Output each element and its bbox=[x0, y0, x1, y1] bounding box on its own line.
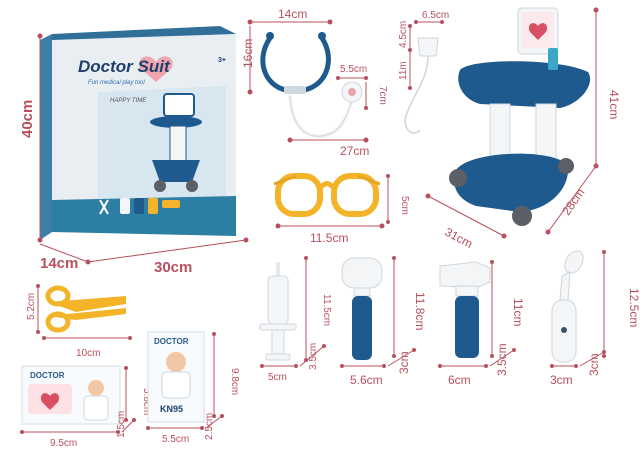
box-width-label: 30cm bbox=[154, 259, 192, 276]
chestpiece-width-label: 5.5cm bbox=[340, 64, 367, 75]
otoscope-width-label: 6cm bbox=[448, 373, 471, 387]
hammer-dimensions: 11.8cm 5.6cm 3cm bbox=[340, 256, 427, 387]
stethoscope-height-label: 16cm bbox=[241, 39, 255, 68]
cart-width-label: 31cm bbox=[442, 225, 474, 251]
card1-depth-label: 1.5cm bbox=[116, 411, 127, 438]
syringe-width-label: 5cm bbox=[268, 372, 287, 383]
box-dimensions: 40cm 14cm 30cm bbox=[19, 33, 249, 276]
box-cart-base bbox=[152, 160, 200, 182]
iv-bag-width-label: 6.5cm bbox=[422, 10, 449, 21]
cart-depth-label: 28cm bbox=[559, 186, 587, 218]
toy-tweezers bbox=[45, 285, 126, 333]
bottle-width-label: 3cm bbox=[550, 373, 573, 387]
toy-syringe bbox=[259, 262, 297, 361]
glasses-height-label: 5cm bbox=[399, 196, 410, 215]
glasses-width-label: 11.5cm bbox=[310, 231, 348, 245]
iv-bag bbox=[404, 37, 439, 134]
bottle-height-label: 12.5cm bbox=[627, 288, 640, 327]
card2-dimensions: 9.8cm 5.5cm 2.5cm bbox=[146, 332, 240, 445]
stethoscope-width-label: 14cm bbox=[278, 7, 307, 21]
tweezer-width-label: 10cm bbox=[76, 348, 100, 359]
product-box: Doctor Suit Fun medical play tool HAPPY … bbox=[40, 26, 236, 240]
syringe-height-label: 11.5cm bbox=[321, 294, 332, 326]
otoscope-height-label: 11cm bbox=[511, 298, 525, 326]
box-cart-tray bbox=[150, 116, 202, 128]
otoscope-dimensions: 11cm 6cm 3.5cm bbox=[438, 260, 525, 387]
doctor-card-landscape: DOCTOR bbox=[21, 365, 121, 425]
otoscope-depth-label: 3.5cm bbox=[495, 343, 509, 376]
card2-depth-label: 2.5cm bbox=[204, 413, 215, 440]
bottle-dimensions: 12.5cm 3cm 3cm bbox=[550, 250, 640, 387]
box-subtitle: Fun medical play tool bbox=[88, 80, 145, 86]
box-title: Doctor Suit bbox=[78, 57, 171, 76]
box-depth-label: 14cm bbox=[40, 255, 78, 272]
card2-height-label: 9.8cm bbox=[229, 368, 240, 395]
doctor-cart bbox=[449, 7, 591, 226]
card-left-title: DOCTOR bbox=[30, 371, 65, 380]
card2-width-label: 5.5cm bbox=[162, 434, 189, 445]
toy-glasses bbox=[273, 173, 381, 217]
chestpiece-height-label: 7cm bbox=[377, 86, 388, 105]
card1-height-label: 5.8cm bbox=[141, 388, 152, 415]
tweezer-height-label: 5.2cm bbox=[26, 293, 37, 320]
tweezer-dimensions: 5.2cm 10cm bbox=[26, 284, 132, 359]
syringe-depth-label: 3.5cm bbox=[308, 343, 319, 370]
age-badge: 3+ bbox=[218, 57, 226, 64]
card-right-title: DOCTOR bbox=[154, 337, 189, 346]
hammer-width-label: 5.6cm bbox=[350, 373, 383, 387]
box-height-label: 40cm bbox=[19, 100, 36, 138]
iv-tube-length-label: 11m bbox=[398, 61, 409, 80]
hammer-height-label: 11.8cm bbox=[413, 292, 427, 330]
cart-tray bbox=[458, 61, 591, 108]
stethoscope-length-label: 27cm bbox=[340, 144, 369, 158]
card1-width-label: 9.5cm bbox=[50, 438, 77, 449]
syringe-dimensions: 11.5cm 5cm 3.5cm bbox=[260, 256, 332, 383]
reflex-hammer bbox=[341, 257, 383, 360]
cart-height-label: 41cm bbox=[607, 90, 621, 119]
kn95-label: KN95 bbox=[160, 404, 183, 414]
doctor-card-portrait: DOCTOR KN95 bbox=[147, 331, 205, 423]
glasses-dimensions: 11.5cm 5cm bbox=[275, 174, 410, 245]
iv-bag-height-label: 4.5cm bbox=[398, 21, 409, 48]
bottle-depth-label: 3cm bbox=[587, 353, 601, 376]
card1-dimensions: 5.8cm 9.5cm 1.5cm bbox=[20, 366, 152, 449]
stethoscope-dimensions: 14cm 16cm 5.5cm 7cm 27cm bbox=[241, 7, 388, 158]
spray-bottle bbox=[551, 250, 584, 363]
cart-dimensions: 6.5cm 4.5cm 11m 41cm 28cm 31cm bbox=[398, 7, 621, 251]
box-cart-monitor bbox=[163, 93, 195, 117]
cart-base bbox=[454, 153, 569, 212]
stethoscope bbox=[260, 32, 363, 139]
otoscope bbox=[439, 261, 491, 358]
hammer-depth-label: 3cm bbox=[397, 351, 411, 374]
happy-time-label: HAPPY TIME bbox=[110, 98, 147, 104]
